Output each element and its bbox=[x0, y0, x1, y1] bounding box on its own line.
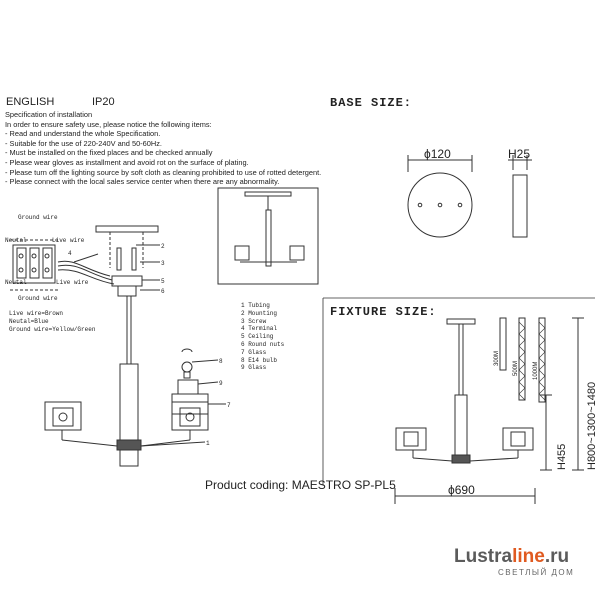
part-item: 8 E14 bulb bbox=[241, 356, 278, 364]
logo-accent: line bbox=[512, 546, 545, 567]
fixture-width: ϕ690 bbox=[448, 483, 475, 497]
legend-ground: Ground wire=Yellow/Green bbox=[9, 326, 96, 333]
part-item: 9 Glass bbox=[241, 364, 267, 372]
part-item: 6 Round nuts bbox=[241, 340, 285, 348]
callout-3: 3 bbox=[161, 260, 165, 267]
callout-5: 5 bbox=[161, 278, 165, 285]
callout-8: 8 bbox=[219, 358, 223, 365]
legend-live: Live wire=Brown bbox=[9, 310, 64, 317]
fixture-size-heading: FIXTURE SIZE: bbox=[330, 305, 437, 319]
live-label-top: Live wire bbox=[52, 237, 85, 244]
spec-line: - Suitable for the use of 220-240V and 5… bbox=[5, 138, 162, 148]
ground-wire-label-top: Ground wire bbox=[18, 214, 58, 221]
base-size-heading: BASE SIZE: bbox=[330, 96, 413, 110]
rod-length-1000: 1000M bbox=[533, 362, 539, 380]
base-diameter: ϕ120 bbox=[424, 147, 451, 161]
part-item: 3 Screw bbox=[241, 317, 267, 325]
neutral-label-bottom: Neutal bbox=[5, 279, 27, 286]
rod-length-300: 300M bbox=[494, 351, 500, 366]
part-item: 2 Mounting bbox=[241, 309, 278, 317]
terminal-block-drawing bbox=[10, 239, 58, 291]
callout-9: 9 bbox=[219, 380, 223, 387]
product-coding: Product coding: MAESTRO SP-PL5 bbox=[205, 478, 396, 492]
spec-line: - Must be installed on the fixed places … bbox=[5, 148, 213, 158]
base-height: H25 bbox=[508, 147, 530, 161]
wire-color-legend: Live wire=Brown Neutal=Blue Ground wire=… bbox=[9, 310, 95, 334]
specification-block: Specification of installation In order t… bbox=[5, 110, 345, 187]
spec-line: - Please connect with the local sales se… bbox=[5, 177, 280, 187]
part-item: 5 Ceiling bbox=[241, 333, 274, 341]
logo-subtitle: СВЕТЛЫЙ ДОМ bbox=[498, 568, 575, 577]
mounting-plate-drawing bbox=[95, 225, 159, 233]
live-label-bottom: Live wire bbox=[56, 279, 89, 286]
part-item: 1 Tubing bbox=[241, 302, 270, 309]
fixture-height-total: H800~1300~1480 bbox=[586, 382, 598, 470]
spec-title: Specification of installation bbox=[5, 110, 93, 119]
callout-1: 1 bbox=[206, 440, 210, 447]
callout-6: 6 bbox=[161, 288, 165, 295]
logo-suffix: .ru bbox=[544, 546, 570, 567]
spec-line: In order to ensure safety use, please no… bbox=[5, 119, 212, 129]
spec-line: - Please turn off the lighting source by… bbox=[5, 167, 322, 177]
rod-length-500: 500M bbox=[513, 361, 519, 376]
ground-wire-label-bottom: Ground wire bbox=[18, 295, 58, 302]
legend-neutral: Neutal=Blue bbox=[9, 318, 49, 325]
part-item: 4 Terminal bbox=[241, 325, 278, 333]
base-side-drawing bbox=[512, 174, 528, 238]
language-label: ENGLISH bbox=[6, 96, 55, 108]
callout-7: 7 bbox=[227, 402, 231, 409]
base-plate-drawing bbox=[407, 172, 473, 238]
callout-4: 4 bbox=[68, 250, 72, 257]
brand-logo: Lustraline.ru bbox=[454, 546, 569, 568]
callout-2: 2 bbox=[161, 243, 165, 250]
spec-line: - Read and understand the whole Specific… bbox=[5, 129, 161, 139]
neutral-label-top: Neutal bbox=[5, 237, 27, 244]
ip-rating: IP20 bbox=[92, 96, 115, 108]
preview-frame bbox=[217, 187, 319, 285]
fixture-height-body: H455 bbox=[556, 444, 568, 470]
spec-line: - Please wear gloves as installment and … bbox=[5, 157, 249, 167]
part-item: 7 Glass bbox=[241, 348, 267, 356]
parts-list: 1 Tubing 2 Mounting 3 Screw 4 Terminal 5… bbox=[241, 302, 284, 372]
logo-main: Lustra bbox=[454, 546, 513, 567]
